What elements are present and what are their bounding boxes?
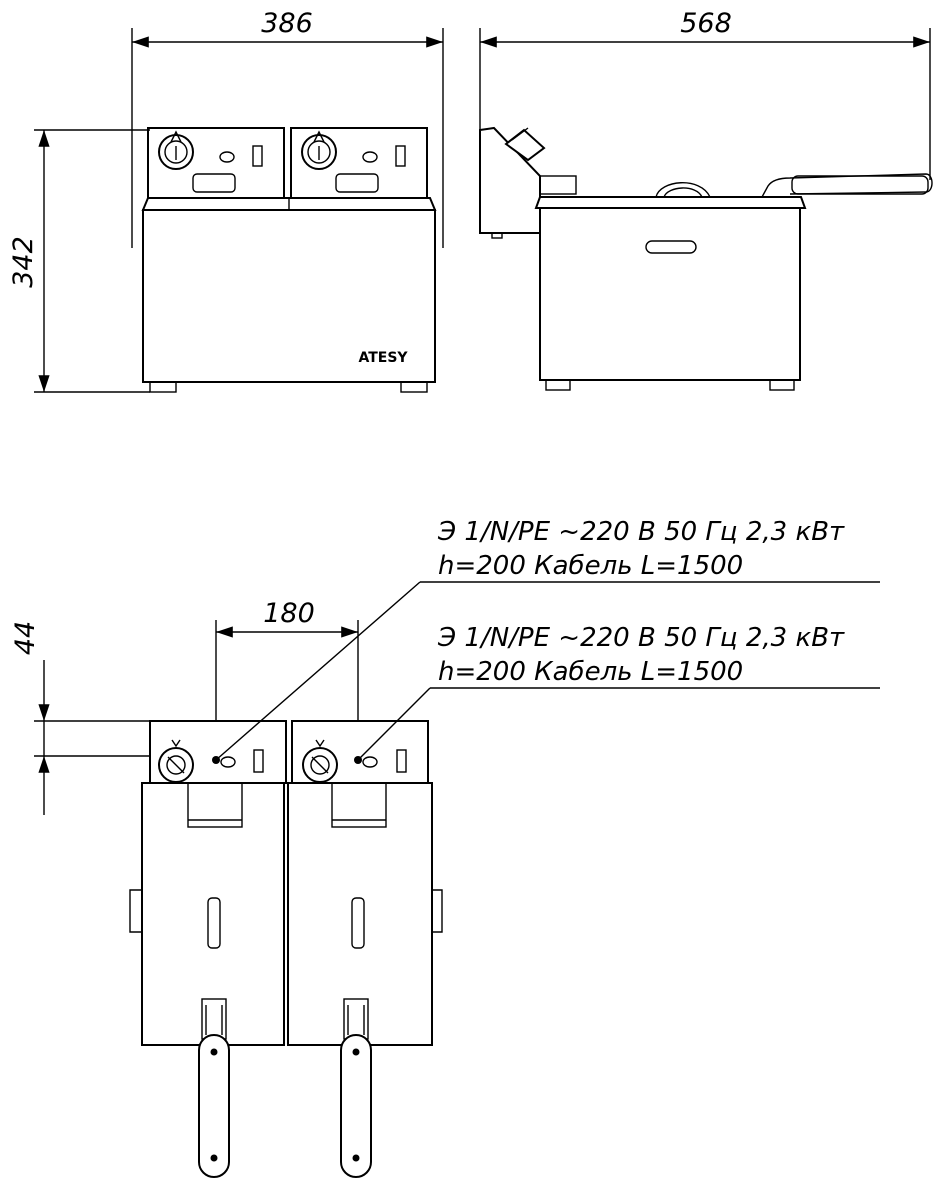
fryer-body [142,209,436,383]
control-panel-left [147,127,285,199]
side-handle-left [129,889,142,933]
leader-line [215,581,421,761]
leader-line [357,687,431,761]
top-view: 180 44 [10,517,880,1178]
electrical-note-1-line1: Э 1/N/PE ~220 В 50 Гц 2,3 кВт [437,517,845,547]
indicator-lamp-icon [362,756,378,768]
thermostat-knob-icon [301,130,337,170]
control-panel-right [290,127,428,199]
basket-handle [335,173,379,193]
top-control-panel-right [291,720,429,784]
basket-hook [331,782,387,828]
basket-handle-side [791,175,929,195]
side-view: 568 [479,8,933,391]
top-offset-dimension: 44 [10,621,41,655]
indicator-lamp-icon [219,151,235,163]
basket-handle-long [198,998,230,1178]
electrical-note-2-line2: h=200 Кабель L=1500 [438,657,743,687]
foot [545,379,571,391]
indicator-lamp-icon [362,151,378,163]
foot [769,379,795,391]
side-grip [645,240,697,254]
front-view: 386 ATESY [8,8,444,393]
electrical-note-2-line1: Э 1/N/PE ~220 В 50 Гц 2,3 кВт [437,623,845,653]
basket-hook [539,175,577,195]
height-dimension: 342 [8,236,39,288]
tank-left [141,782,285,1046]
side-lid [534,196,807,209]
power-switch-icon [395,145,406,167]
power-switch-icon [252,145,263,167]
power-switch-icon [253,749,264,773]
indicator-lamp-icon [220,756,236,768]
tank-slot [207,897,221,949]
tank-right [287,782,433,1046]
thermostat-knob-icon [302,739,338,783]
basket-handle-long [340,998,372,1178]
foot [400,381,428,393]
power-switch-icon [396,749,407,773]
side-handle-right [432,889,443,933]
depth-dimension: 568 [680,8,732,39]
basket-hook [187,782,243,828]
brand-logo: ATESY [358,350,408,366]
basket-handle [192,173,236,193]
foot [149,381,177,393]
knob-spacing-dimension: 180 [263,598,315,629]
side-body [539,207,801,381]
thermostat-knob-icon [158,130,194,170]
top-control-panel-left [149,720,287,784]
tank-slot [351,897,365,949]
electrical-note-1-line2: h=200 Кабель L=1500 [438,551,743,581]
width-dimension: 386 [261,8,313,39]
